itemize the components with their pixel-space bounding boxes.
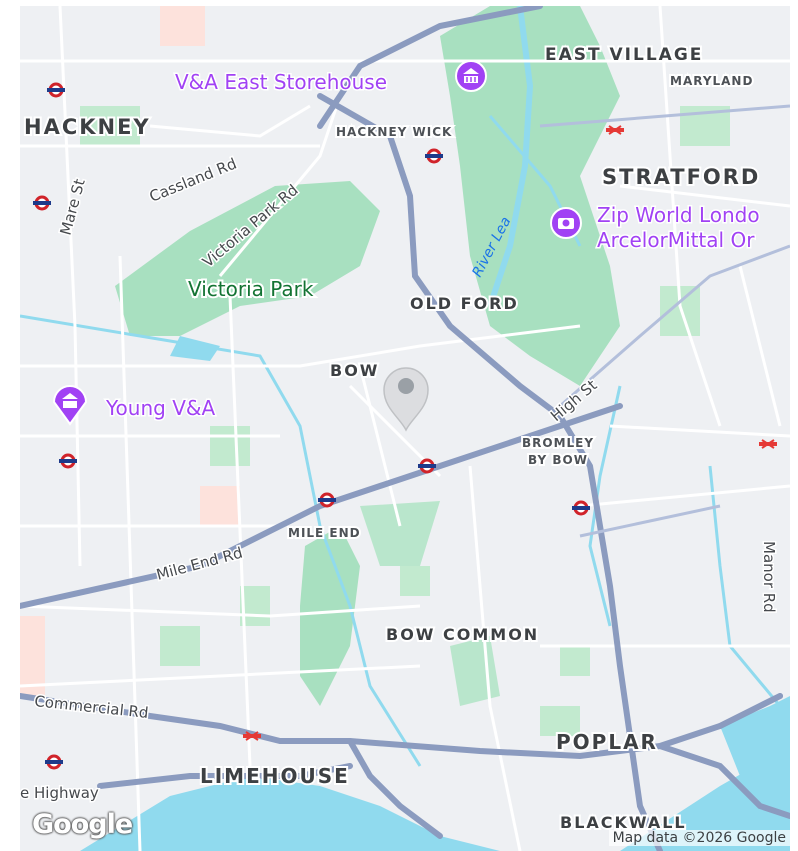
area-label-bromley-by-bow: BY BOW bbox=[528, 453, 588, 467]
map-view[interactable]: EAST VILLAGE MARYLAND HACKNEY HACKNEY WI… bbox=[20, 6, 790, 851]
water-areas bbox=[20, 6, 790, 851]
location-pin-icon[interactable] bbox=[383, 367, 429, 432]
area-label-maryland: MARYLAND bbox=[670, 74, 753, 88]
map-canvas[interactable]: EAST VILLAGE MARYLAND HACKNEY HACKNEY WI… bbox=[20, 6, 790, 851]
tube-icon bbox=[425, 148, 443, 164]
park-areas bbox=[80, 6, 730, 736]
poi-label: V&A East Storehouse bbox=[175, 70, 387, 94]
area-label-hackney-wick: HACKNEY WICK bbox=[336, 125, 452, 139]
road-label-the-highway: e Highway bbox=[20, 784, 99, 802]
area-label-east-village: EAST VILLAGE bbox=[545, 45, 703, 65]
area-label-limehouse: LIMEHOUSE bbox=[200, 764, 350, 788]
poi-va-east-storehouse[interactable]: V&A East Storehouse bbox=[174, 60, 487, 96]
museum-icon bbox=[455, 60, 487, 92]
major-roads bbox=[20, 6, 790, 851]
rail-stations bbox=[243, 125, 777, 741]
minor-roads bbox=[20, 6, 790, 851]
rail-icon bbox=[243, 731, 261, 741]
tube-icon bbox=[47, 82, 65, 98]
museum-icon bbox=[52, 385, 88, 426]
area-label-bow-common: BOW COMMON bbox=[386, 625, 539, 644]
area-label-poplar: POPLAR bbox=[556, 730, 658, 754]
poi-label: ArcelorMittal Or bbox=[597, 228, 755, 252]
area-label-hackney: HACKNEY bbox=[24, 115, 151, 139]
tube-stations bbox=[33, 82, 590, 770]
park-label-victoria-park: Victoria Park bbox=[188, 277, 314, 301]
tube-icon bbox=[33, 195, 51, 211]
poi-young-va[interactable]: Young V&A bbox=[52, 385, 217, 426]
poi-zip-world[interactable]: Zip World Londo ArcelorMittal Or bbox=[550, 202, 761, 254]
area-label-bow: BOW bbox=[330, 361, 379, 380]
tube-icon bbox=[59, 453, 77, 469]
poi-label: Young V&A bbox=[105, 396, 215, 420]
area-label-blackwall: BLACKWALL bbox=[560, 813, 687, 832]
area-label-mile-end: MILE END bbox=[288, 526, 361, 540]
google-logo: Google bbox=[32, 809, 133, 840]
rail-icon bbox=[759, 439, 777, 449]
tube-icon bbox=[572, 500, 590, 516]
road-label-manor-rd: Manor Rd bbox=[760, 541, 778, 613]
rail-icon bbox=[606, 125, 624, 135]
secondary-roads bbox=[539, 104, 790, 538]
tube-icon bbox=[418, 458, 436, 474]
map-attribution[interactable]: Map data ©2026 Google bbox=[608, 830, 790, 846]
area-label-stratford: STRATFORD bbox=[602, 165, 760, 189]
tube-icon bbox=[45, 754, 63, 770]
area-label-bromley-by-bow: BROMLEY bbox=[522, 436, 594, 450]
tube-icon bbox=[318, 492, 336, 508]
camera-icon bbox=[550, 207, 582, 239]
area-label-old-ford: OLD FORD bbox=[410, 294, 519, 313]
poi-label: Zip World Londo bbox=[597, 203, 760, 227]
